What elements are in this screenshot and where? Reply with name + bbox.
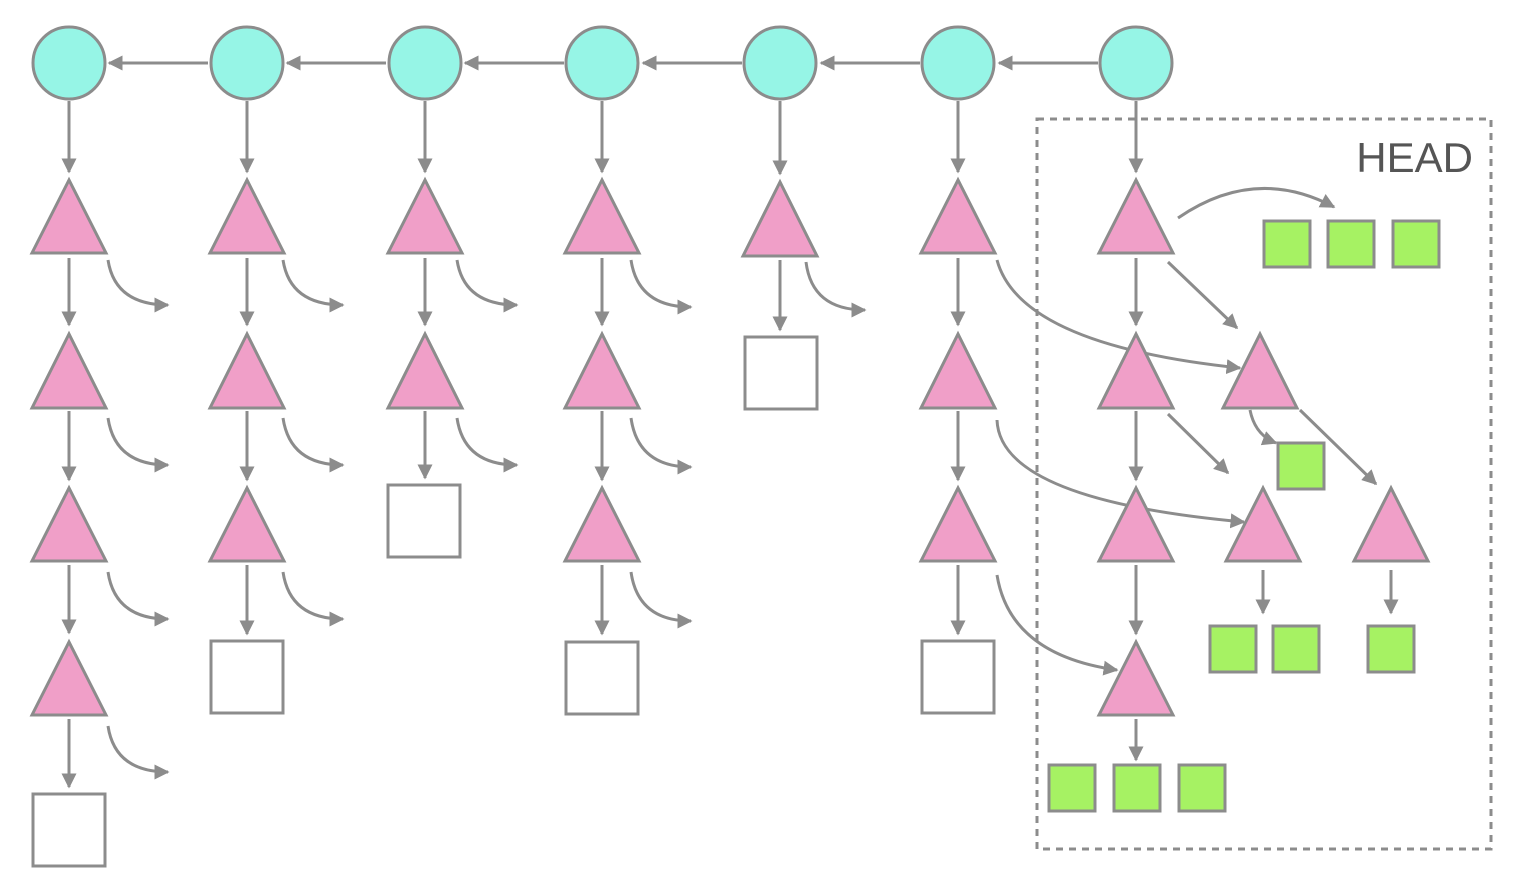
tree-node: [918, 484, 998, 563]
new-blob-node: [1326, 219, 1376, 269]
tree-node: [562, 484, 642, 563]
new-blob-node: [1208, 624, 1258, 674]
tree-node: [740, 178, 820, 258]
tree-node: [1096, 484, 1176, 563]
new-blob-node: [1276, 441, 1326, 491]
head-label: HEAD: [1356, 134, 1473, 181]
tree-node: [385, 176, 465, 255]
edges: [61, 55, 1399, 789]
tree-node: [385, 330, 465, 410]
blob-node: [920, 639, 996, 715]
tree-node: [1096, 638, 1176, 717]
tree-node: [1223, 484, 1303, 563]
tree-node: [1096, 176, 1176, 255]
blob-node: [386, 483, 462, 559]
head-region: [1035, 117, 1493, 851]
tree-node: [207, 330, 287, 410]
new-blob-node: [1047, 763, 1097, 813]
blob-node: [743, 335, 819, 411]
new-blob-node: [1177, 763, 1227, 813]
new-blob-node: [1112, 763, 1162, 813]
nodes: [29, 25, 1441, 868]
commit-node: [31, 25, 107, 101]
blob-node: [564, 640, 640, 716]
tree-node: [29, 176, 109, 255]
tree-node: [29, 330, 109, 410]
commit-node: [564, 25, 640, 101]
new-blob-node: [1262, 219, 1312, 269]
blob-node: [209, 639, 285, 715]
commit-node: [920, 25, 996, 101]
commit-node: [387, 25, 463, 101]
tree-node: [562, 176, 642, 255]
new-blob-node: [1366, 624, 1416, 674]
new-blob-node: [1271, 624, 1321, 674]
commit-node: [209, 25, 285, 101]
tree-node: [1351, 484, 1431, 563]
tree-node: [1220, 330, 1300, 410]
commit-node: [742, 25, 818, 101]
tree-node: [918, 330, 998, 410]
tree-node: [207, 176, 287, 255]
tree-node: [1096, 330, 1176, 410]
tree-node: [562, 330, 642, 410]
tree-node: [29, 638, 109, 717]
blob-node: [31, 792, 107, 868]
tree-node: [207, 484, 287, 563]
new-blob-node: [1391, 219, 1441, 269]
tree-node: [918, 176, 998, 255]
commit-node: [1098, 25, 1174, 101]
tree-node: [29, 484, 109, 563]
